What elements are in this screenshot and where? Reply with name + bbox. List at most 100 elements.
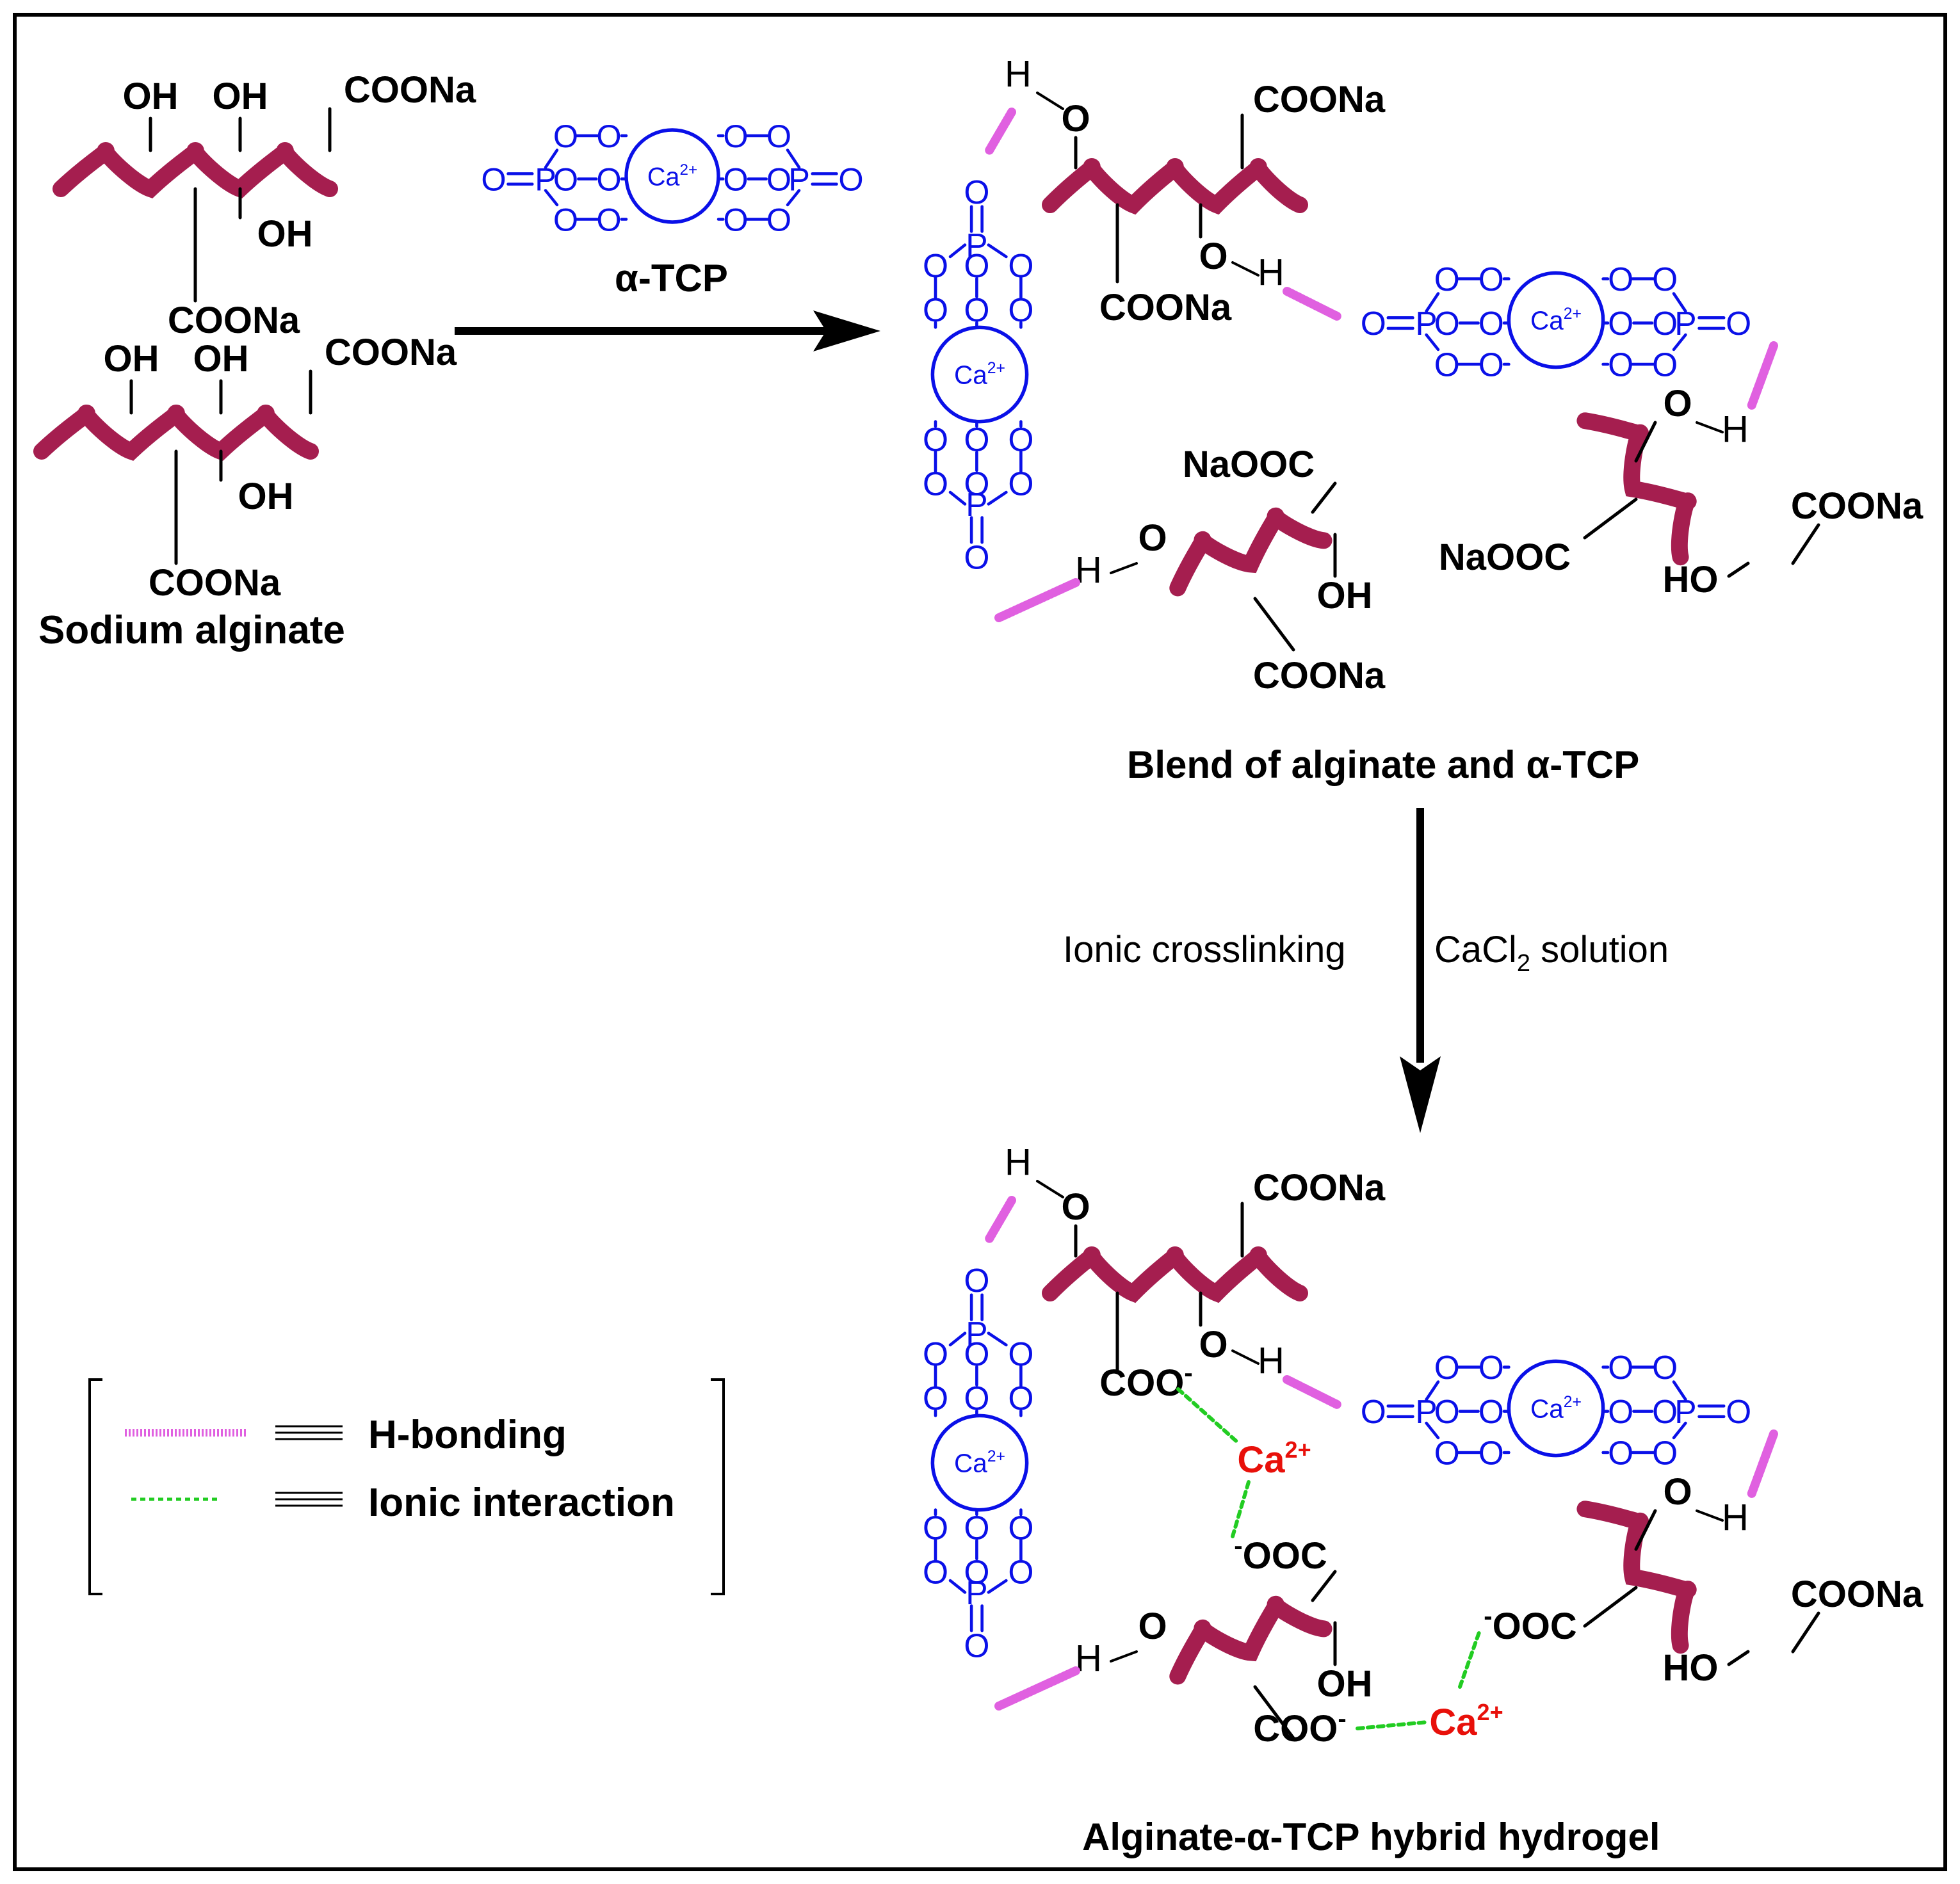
tcp-phosphorus: P	[966, 227, 987, 264]
alginate-chain-lower-left	[1169, 507, 1332, 597]
tcp-oxygen: O	[596, 161, 621, 198]
hydroxyl-oxygen: O	[1199, 236, 1227, 277]
bond	[1036, 1180, 1064, 1198]
tcp-bond	[544, 189, 559, 207]
tcp-oxygen: O	[1434, 1434, 1460, 1471]
coona-group: COONa	[1253, 1167, 1386, 1209]
bond	[1253, 597, 1295, 652]
calcium-ion: Ca2+	[1429, 1699, 1503, 1743]
coona-group: COONa	[325, 332, 457, 373]
coona-group: COONa	[1791, 485, 1924, 527]
hydroxyl-oxygen: O	[1061, 1186, 1090, 1228]
chain-backbone	[1169, 507, 1332, 597]
ionic-bond	[1231, 1480, 1251, 1538]
tcp-bond	[1672, 292, 1687, 313]
hydroxyl-oxygen: O	[1061, 98, 1090, 140]
tcp-oxygen: O	[596, 202, 621, 238]
oh-group: OH	[1317, 575, 1373, 616]
naooc-group: NaOOC	[1183, 444, 1315, 485]
tcp-oxygen: O	[1478, 261, 1504, 298]
carboxylate-group: COO-	[1099, 1359, 1192, 1404]
tcp-calcium-circle	[930, 325, 1029, 424]
hydrogel-label: Alginate-α-TCP hybrid hydrogel	[1082, 1816, 1660, 1858]
tcp-terminal-oxygen: O	[964, 1627, 989, 1664]
bond	[1253, 1685, 1295, 1740]
tcp-terminal-oxygen: O	[964, 1262, 989, 1299]
tcp-bond	[987, 243, 1008, 259]
chain-backbone	[1576, 1501, 1697, 1654]
hydroxyl-hydrogen: H	[1258, 252, 1284, 293]
hydroxyl-hydrogen: H	[1005, 53, 1032, 95]
carboxylate-group: -OOC	[1484, 1602, 1576, 1647]
chain-backbone	[1576, 412, 1697, 566]
bond	[1791, 1611, 1820, 1654]
bond	[1696, 421, 1724, 433]
bond	[1110, 562, 1138, 574]
legend-ionic-label: Ionic interaction	[368, 1481, 675, 1525]
bond	[1110, 1650, 1138, 1663]
tcp-phosphorus: P	[966, 486, 987, 523]
tcp-terminal-oxygen: O	[1361, 305, 1386, 342]
tcp-oxygen: O	[553, 161, 578, 198]
tcp-bond	[1672, 333, 1687, 351]
ionic-bond	[1176, 1387, 1241, 1445]
blend-label: Blend of alginate and α-TCP	[1127, 743, 1639, 786]
oh-group: OH	[213, 76, 268, 117]
coona-group: COONa	[1253, 79, 1386, 120]
h-bond	[985, 1196, 1016, 1243]
tcp-bond	[1425, 1421, 1440, 1440]
hydroxyl-oxygen: O	[1199, 1324, 1227, 1365]
tcp-terminal-oxygen: O	[838, 161, 863, 198]
bond	[1727, 561, 1750, 578]
chain-segment	[53, 141, 338, 198]
hydroxyl-oxygen: O	[1663, 1471, 1692, 1513]
tcp-oxygen: O	[1608, 261, 1633, 298]
tcp-bond	[1672, 1421, 1687, 1440]
tcp-oxygen: O	[1434, 346, 1460, 383]
h-bond	[1747, 1429, 1778, 1499]
bond	[1696, 1510, 1724, 1522]
oh-group: OH	[1317, 1663, 1373, 1705]
h-bond	[1747, 341, 1778, 411]
tcp-oxygen: O	[1608, 346, 1633, 383]
tcp-terminal-oxygen: O	[964, 173, 989, 211]
tcp-oxygen: O	[1608, 1349, 1633, 1386]
bond	[1231, 1349, 1259, 1365]
coona-group: COONa	[149, 562, 281, 604]
h-bond	[1283, 1375, 1343, 1410]
tcp-calcium-circle	[930, 1413, 1029, 1512]
tcp-calcium-label: Ca2+	[1530, 1394, 1582, 1424]
bond	[1727, 1650, 1750, 1666]
tcp-bond	[544, 149, 559, 169]
tcp-oxygen: O	[766, 202, 791, 238]
chain-backbone	[53, 141, 338, 198]
sodium-alginate-label: Sodium alginate	[38, 608, 345, 652]
chain-backbone	[1042, 157, 1308, 215]
figure-frame	[13, 13, 1947, 1871]
tcp-oxygen: O	[1478, 1434, 1504, 1471]
h-bond	[994, 578, 1080, 622]
tcp-bond	[1425, 1380, 1440, 1401]
tcp-bond	[987, 1579, 1008, 1594]
tcp-oxygen: O	[1434, 1349, 1460, 1386]
bond	[1634, 1509, 1657, 1551]
legend-hbond-label: H-bonding	[368, 1413, 567, 1457]
tcp-calcium-circle	[1507, 271, 1605, 369]
tcp-oxygen: O	[1652, 305, 1678, 342]
chain-segment	[33, 404, 319, 461]
bond	[1634, 421, 1657, 463]
h-bond	[994, 1666, 1080, 1711]
tcp-calcium-label: Ca2+	[954, 360, 1005, 390]
ho-group: HO	[1663, 559, 1719, 600]
tcp-terminal-oxygen: O	[1361, 1393, 1386, 1430]
tcp-calcium-circle	[1507, 1359, 1605, 1458]
tcp-bond	[1425, 292, 1440, 313]
bond	[1791, 523, 1820, 565]
tcp-bond	[1425, 333, 1440, 351]
oh-group: OH	[238, 476, 294, 517]
hydroxyl-hydrogen: H	[1005, 1141, 1032, 1183]
bond	[1311, 481, 1337, 514]
